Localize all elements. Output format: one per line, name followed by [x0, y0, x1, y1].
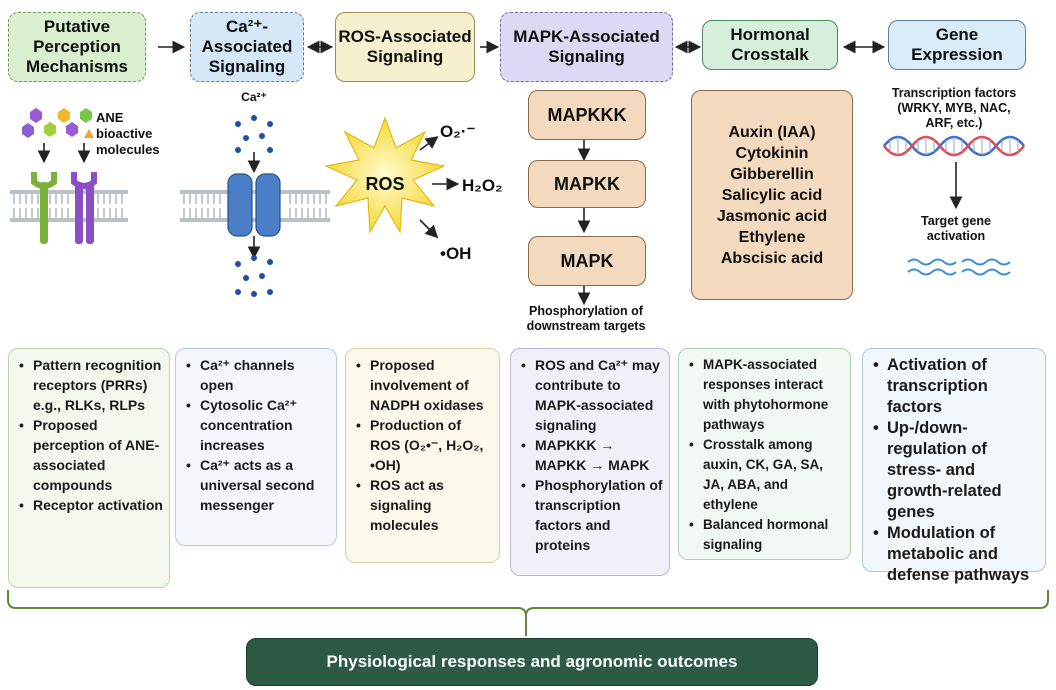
panel-item: MAPK-associated responses interact with … [687, 355, 844, 435]
panel-item: Receptor activation [17, 495, 163, 515]
panel-hormonal: MAPK-associated responses interact with … [678, 348, 851, 560]
panel-item: Modulation of metabolic and defense path… [871, 523, 1039, 586]
header-mapk: MAPK-Associated Signaling [500, 12, 673, 82]
panel-item: Balanced hormonal signaling [687, 515, 844, 555]
panel-item: ROS and Ca²⁺ may contribute to MAPK-asso… [519, 355, 663, 435]
hormone-item: Cytokinin [735, 144, 809, 162]
o2-label: O₂·⁻ [440, 122, 476, 141]
outcome-label: Physiological responses and agronomic ou… [326, 652, 738, 671]
hormone-item: Jasmonic acid [716, 207, 828, 225]
panel-perception: Pattern recognition receptors (PRRs) e.g… [8, 348, 170, 588]
panel-item: Ca²⁺ channels open [184, 355, 330, 395]
molecule-icons [22, 108, 94, 138]
ca-label: Ca²⁺ [241, 90, 267, 104]
panel-item: Activation of transcription factors [871, 355, 1039, 418]
h2o2-label: H₂O₂ [462, 176, 503, 195]
ros-arrows [419, 136, 460, 239]
hormone-item: Ethylene [738, 228, 806, 246]
cell-membrane-middle [180, 190, 330, 222]
hormone-item: Salicylic acid [721, 186, 823, 204]
mapkkk-box: MAPKKK [528, 90, 646, 140]
header-ros-label: ROS-Associated Signaling [338, 27, 472, 66]
hormone-item: Abscisic acid [720, 249, 824, 267]
oh-label: •OH [440, 244, 472, 263]
phosphorylation-label: Phosphorylation of downstream targets [526, 304, 646, 333]
outcome-bracket [7, 590, 1049, 636]
calcium-ions-top [235, 115, 273, 153]
panel-item: MAPKKK → MAPKK → MAPK [519, 435, 663, 475]
panel-item: Cytosolic Ca²⁺ concentration increases [184, 395, 330, 455]
panel-mapk: ROS and Ca²⁺ may contribute to MAPK-asso… [510, 348, 670, 576]
header-gene-label: Gene Expression [911, 25, 1003, 64]
cell-membrane-left [10, 190, 128, 222]
outcome-box: Physiological responses and agronomic ou… [246, 638, 818, 686]
panel-item: Phosphorylation of transcription factors… [519, 475, 663, 555]
header-calcium: Ca²⁺-Associated Signaling [190, 12, 304, 82]
ane-molecules-label: ANE bioactive molecules [96, 110, 160, 157]
header-gene: Gene Expression [888, 20, 1026, 70]
header-mapk-label: MAPK-Associated Signaling [513, 27, 660, 66]
molecule-arrows [37, 143, 91, 164]
panel-calcium: Ca²⁺ channels open Cytosolic Ca²⁺ concen… [175, 348, 337, 546]
dna-helix-icon [882, 135, 1026, 157]
receptor-green [31, 172, 57, 244]
mapk-box: MAPK [528, 236, 646, 286]
panel-item: Proposed perception of ANE-associated co… [17, 415, 163, 495]
calcium-ions-bottom [235, 255, 273, 297]
header-perception: Putative Perception Mechanisms [8, 12, 146, 82]
panel-item: Ca²⁺ acts as a universal second messenge… [184, 455, 330, 515]
mapkk-box: MAPKK [528, 160, 646, 208]
panel-item: Crosstalk among auxin, CK, GA, SA, JA, A… [687, 435, 844, 515]
panel-item: Production of ROS (O₂•⁻, H₂O₂, •OH) [354, 415, 493, 475]
target-gene-label: Target gene activation [921, 214, 991, 243]
calcium-channel [227, 173, 281, 237]
panel-item: ROS act as signaling molecules [354, 475, 493, 535]
header-ros: ROS-Associated Signaling [335, 12, 475, 82]
receptor-purple [71, 172, 97, 244]
mrna-icon [907, 258, 1011, 276]
header-hormonal: Hormonal Crosstalk [702, 20, 838, 70]
header-perception-label: Putative Perception Mechanisms [25, 17, 129, 76]
panel-item: Pattern recognition receptors (PRRs) e.g… [17, 355, 163, 415]
transcription-factors-label: Transcription factors (WRKY, MYB, NAC, A… [891, 86, 1017, 130]
panel-item: Proposed involvement of NADPH oxidases [354, 355, 493, 415]
ros-star-label: ROS [365, 174, 405, 194]
header-calcium-label: Ca²⁺-Associated Signaling [201, 17, 293, 76]
panel-ros: Proposed involvement of NADPH oxidases P… [345, 348, 500, 563]
hormone-item: Gibberellin [730, 165, 814, 183]
panel-gene: Activation of transcription factors Up-/… [862, 348, 1046, 584]
hormone-list: Auxin (IAA) Cytokinin Gibberellin Salicy… [691, 90, 853, 300]
ros-star-shape [323, 116, 447, 235]
header-hormonal-label: Hormonal Crosstalk [730, 25, 810, 64]
hormone-item: Auxin (IAA) [728, 123, 816, 141]
panel-item: Up-/down-regulation of stress- and growt… [871, 418, 1039, 523]
